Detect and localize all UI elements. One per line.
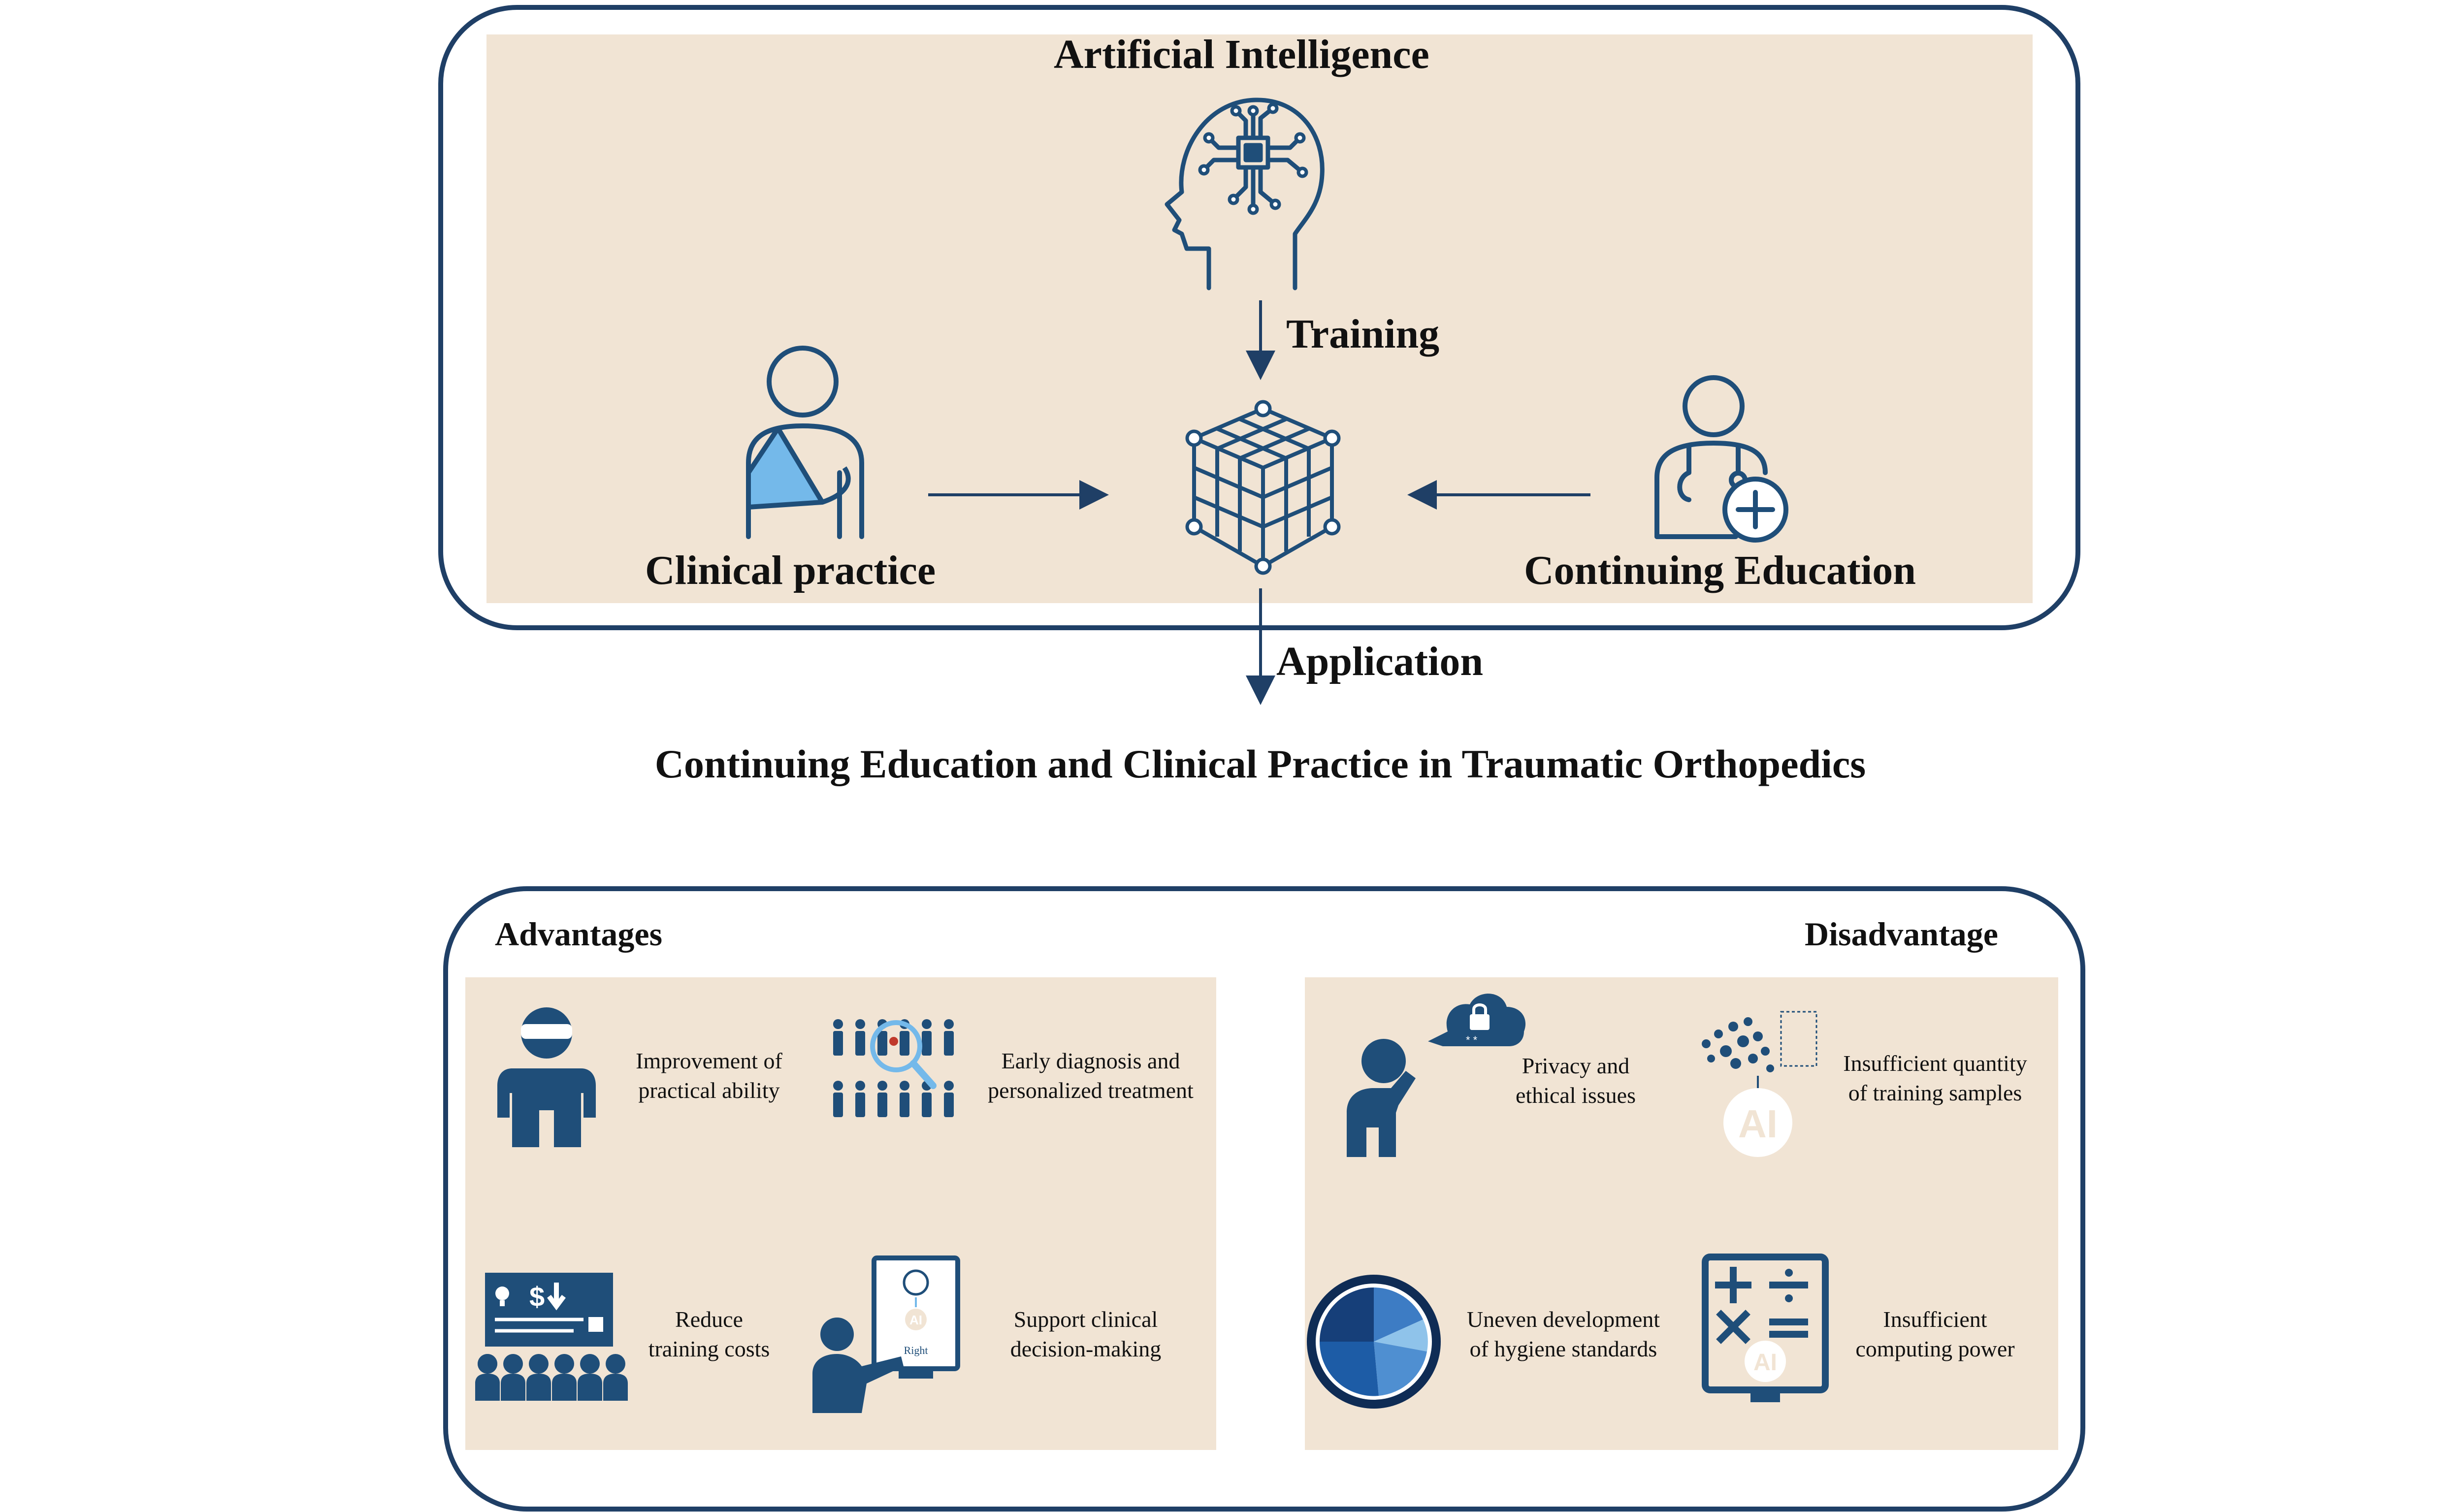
doctor-icon — [1654, 375, 1788, 543]
thinking-person-cloud-lock-icon: * * — [1347, 994, 1526, 1157]
clinical-practice-label: Clinical practice — [645, 547, 936, 593]
application-label: Application — [1276, 639, 1484, 684]
svg-text:$: $ — [529, 1281, 545, 1312]
advantages-heading: Advantages — [495, 915, 663, 953]
classroom-cost-icon: $ — [475, 1273, 628, 1401]
training-label: Training — [1286, 311, 1440, 357]
patient-sling-icon — [746, 346, 864, 539]
model-cube-icon — [1185, 400, 1341, 575]
presenter-board-icon: AI Right — [812, 1255, 960, 1413]
pie-chart-icon — [1307, 1275, 1441, 1409]
ai-brain-icon — [1165, 97, 1325, 290]
svg-text:* *: * * — [1466, 1034, 1478, 1046]
continuing-education-label: Continuing Education — [1524, 547, 1916, 593]
data-points-ai-icon: AI — [1702, 1011, 1817, 1157]
compute-ai-badge: AI — [1753, 1350, 1777, 1376]
calculator-ai-icon: AI — [1702, 1254, 1829, 1402]
disadvantages-heading: Disadvantage — [1805, 915, 1998, 953]
vr-user-icon — [497, 1007, 596, 1147]
screen-ai-badge: AI — [909, 1313, 922, 1327]
samples-ai-badge: AI — [1738, 1102, 1778, 1146]
screen-right-text: Right — [904, 1344, 928, 1356]
ai-label: Artificial Intelligence — [1054, 32, 1429, 77]
crowd-magnifier-icon — [833, 1019, 954, 1117]
page-title: Continuing Education and Clinical Practi… — [654, 741, 1866, 786]
